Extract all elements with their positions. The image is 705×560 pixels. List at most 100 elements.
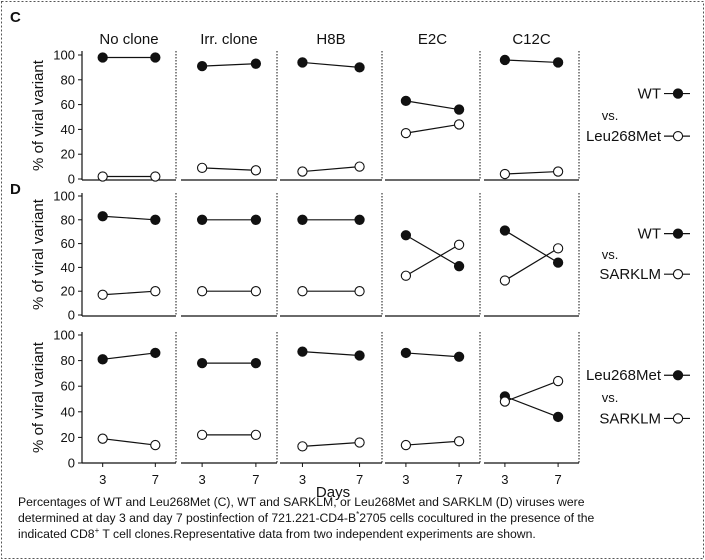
data-point-filled	[150, 347, 161, 359]
y-tick-label: 20	[61, 147, 75, 162]
y-tick-label: 100	[53, 189, 75, 204]
series-line	[302, 441, 360, 447]
series-line	[504, 395, 559, 418]
data-point-open	[97, 433, 108, 444]
series-line	[405, 123, 460, 134]
data-point-open	[97, 289, 108, 300]
series-line	[504, 229, 559, 264]
legend-marker-filled	[672, 228, 684, 239]
legend-vs-label: vs.	[602, 108, 619, 123]
x-tick-label: 7	[356, 472, 363, 487]
data-point-filled	[97, 211, 108, 222]
subplot-title: No clone	[99, 31, 158, 48]
data-point-filled	[354, 62, 365, 73]
data-point-open	[453, 436, 465, 447]
y-tick-label: 100	[53, 328, 75, 343]
y-tick-label: 80	[61, 212, 75, 227]
data-point-open	[150, 439, 161, 451]
x-tick-label: 7	[554, 472, 561, 487]
data-point-filled	[250, 214, 262, 225]
y-tick-label: 40	[61, 260, 75, 275]
data-point-filled	[150, 52, 161, 63]
series-line	[102, 290, 156, 296]
subplot-title: E2C	[418, 31, 447, 48]
data-point-open	[297, 441, 308, 452]
subplot-title: H8B	[316, 31, 345, 48]
data-point-filled	[150, 214, 161, 225]
series-line	[405, 234, 460, 267]
data-point-open	[97, 171, 108, 182]
data-point-filled	[453, 104, 465, 115]
y-tick-label: 0	[68, 308, 75, 323]
data-point-filled	[250, 58, 262, 69]
y-tick-label: 60	[61, 236, 75, 251]
series-line	[202, 63, 256, 67]
data-point-filled	[400, 347, 412, 359]
series-line	[405, 100, 460, 111]
data-point-filled	[297, 346, 308, 357]
legend-label-bottom: SARKLM	[599, 266, 661, 283]
caption-superscript-2: +	[94, 525, 100, 535]
legend-marker-open	[672, 130, 684, 142]
x-tick-label: 3	[299, 472, 306, 487]
caption-line-2a: determined at day 3 and day 7 postinfect…	[18, 511, 357, 525]
data-point-open	[354, 161, 365, 172]
data-point-open	[250, 165, 262, 176]
data-point-open	[400, 270, 412, 281]
data-point-open	[400, 127, 412, 139]
data-point-filled	[196, 358, 208, 369]
x-tick-label: 3	[99, 472, 106, 487]
series-line	[405, 440, 460, 446]
figure-caption: Percentages of WT and Leu268Met (C), WT …	[18, 494, 698, 542]
y-tick-label: 0	[68, 456, 75, 471]
data-point-filled	[97, 52, 108, 63]
legend-marker-open	[672, 413, 684, 424]
y-tick-label: 60	[61, 97, 75, 112]
data-point-open	[150, 286, 161, 297]
y-tick-label: 40	[61, 404, 75, 419]
data-point-open	[250, 286, 262, 297]
legend-vs-label: vs.	[602, 390, 619, 405]
legend-marker-open	[672, 269, 684, 280]
series-line	[102, 438, 156, 446]
data-point-open	[499, 275, 511, 286]
data-point-open	[354, 286, 365, 297]
series-line	[202, 167, 256, 171]
y-tick-label: 80	[61, 72, 75, 87]
series-line	[405, 352, 460, 358]
data-point-filled	[453, 261, 465, 272]
data-point-open	[453, 119, 465, 130]
data-point-filled	[196, 214, 208, 225]
subplot-title: C12C	[512, 31, 551, 48]
legend-marker-filled	[672, 88, 684, 99]
y-tick-label: 60	[61, 379, 75, 394]
y-tick-label: 80	[61, 353, 75, 368]
series-line	[302, 351, 360, 357]
caption-line-1: Percentages of WT and Leu268Met (C), WT …	[18, 495, 585, 509]
x-axis-label: Days	[316, 484, 350, 501]
legend-label-bottom: Leu268Met	[586, 128, 662, 145]
series-line	[504, 380, 559, 403]
y-axis-label: % of viral variant	[30, 341, 47, 453]
legend-vs-label: vs.	[602, 247, 619, 262]
y-tick-label: 40	[61, 122, 75, 137]
x-tick-label: 7	[152, 472, 159, 487]
data-point-filled	[552, 257, 564, 268]
data-point-open	[400, 439, 412, 451]
legend-label-top: Leu268Met	[586, 367, 662, 384]
data-point-filled	[499, 54, 511, 66]
series-line	[405, 244, 460, 277]
data-point-open	[552, 243, 564, 254]
series-line	[302, 166, 360, 173]
data-point-open	[499, 168, 511, 180]
panel-label-c: C	[10, 9, 21, 26]
y-axis-label: % of viral variant	[30, 59, 47, 171]
y-tick-label: 20	[61, 430, 75, 445]
data-point-open	[552, 166, 564, 177]
data-point-open	[499, 396, 511, 407]
data-point-open	[552, 375, 564, 387]
data-point-filled	[499, 225, 511, 236]
